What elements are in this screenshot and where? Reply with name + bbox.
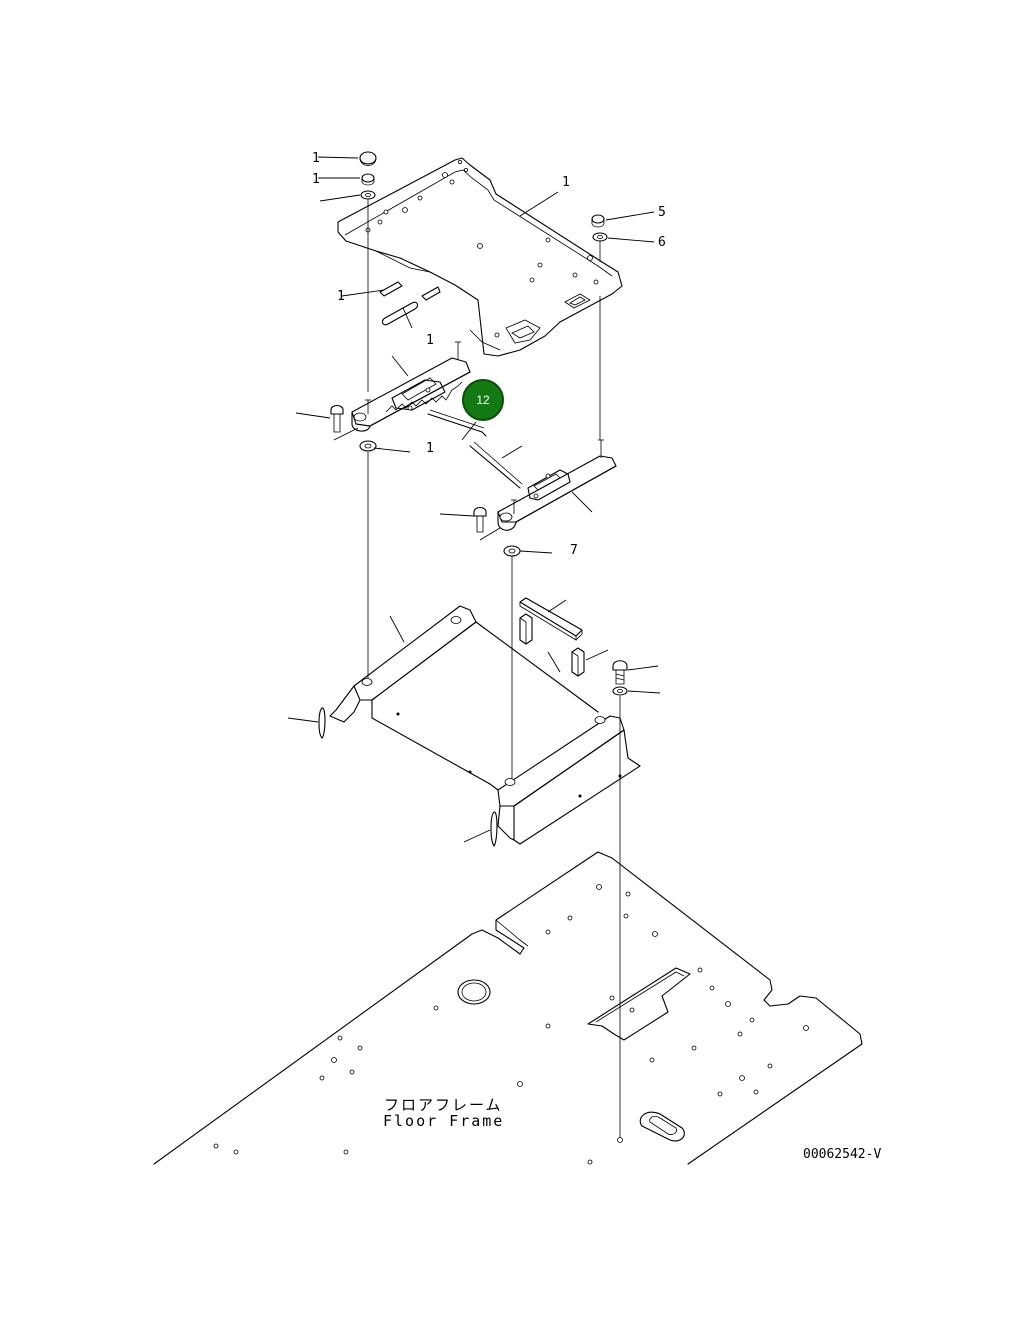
spacer-block-left (519, 613, 533, 645)
left-slide-rail (351, 341, 471, 432)
ref-mark-5: 5 (658, 205, 666, 220)
seat-base-bracket (329, 605, 641, 845)
control-cable (427, 409, 523, 489)
pin-rod (381, 301, 419, 326)
figure-number: 00062542-V (803, 1147, 882, 1162)
clip-left (318, 707, 326, 739)
seat-mounting-plate (337, 157, 623, 357)
spacer-bar (519, 597, 583, 641)
floor-frame-label-en: Floor Frame (383, 1112, 505, 1130)
ref-mark-8: 1 (426, 441, 434, 456)
floor-frame-label-jp: フロアフレーム (384, 1096, 503, 1114)
ref-mark-2: 1 (312, 172, 320, 187)
reference-marks: 1 1 1 1 5 6 1 1 7 (312, 151, 666, 558)
ref-mark-6: 6 (658, 235, 666, 250)
part-number-callout[interactable]: 12 (462, 379, 504, 421)
ref-mark-3: 1 (562, 175, 570, 190)
ref-mark-1: 1 (312, 151, 320, 166)
clip-right (490, 811, 498, 847)
tab-bracket (379, 281, 441, 301)
ref-mark-4: 1 (337, 289, 345, 304)
spacer-block-right (571, 647, 585, 677)
ref-mark-9: 7 (570, 543, 578, 558)
left-hardware (330, 151, 377, 678)
right-slide-rail (497, 439, 617, 531)
floor-frame (153, 851, 863, 1165)
callout-number: 12 (476, 393, 490, 407)
leader-lines (287, 156, 661, 843)
ref-mark-7: 1 (426, 333, 434, 348)
